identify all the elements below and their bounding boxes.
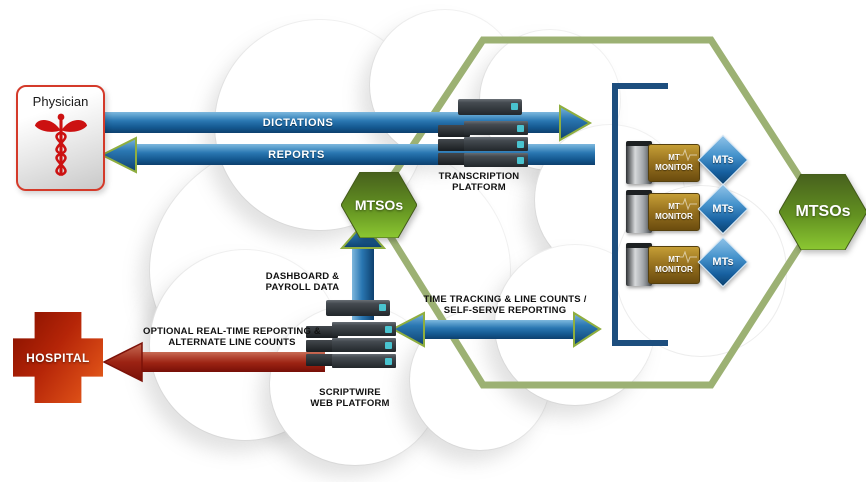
transcription-server-icon bbox=[438, 99, 528, 171]
reports-label: REPORTS bbox=[268, 148, 325, 161]
server-tower-icon bbox=[626, 243, 652, 286]
bracket-vertical bbox=[612, 83, 618, 346]
optional-reporting-arrowhead bbox=[102, 341, 143, 383]
caduceus-icon bbox=[34, 113, 87, 177]
server-tower-icon bbox=[626, 141, 652, 184]
optional-reporting-arrow bbox=[140, 352, 325, 372]
reports-arrowhead bbox=[99, 136, 137, 174]
server-mini-stack bbox=[438, 125, 470, 167]
scriptwire-server-icon bbox=[306, 300, 396, 384]
bracket-bottom-arm bbox=[612, 340, 668, 346]
server-led-icon bbox=[385, 358, 392, 365]
mtso-hub-left-hexagon bbox=[341, 172, 417, 238]
server-led-icon bbox=[517, 141, 524, 148]
server-mini-stack bbox=[306, 326, 338, 368]
mtso-hub-right-label: MTSOs bbox=[795, 203, 851, 220]
physician-card: Physician bbox=[16, 85, 105, 191]
time-tracking-right-arrowhead bbox=[573, 311, 602, 348]
server-main-stack bbox=[332, 322, 396, 370]
dictations-label: DICTATIONS bbox=[262, 116, 334, 129]
server-led-icon bbox=[517, 125, 524, 132]
server-led-icon bbox=[517, 157, 524, 164]
server-unit bbox=[326, 300, 390, 316]
hospital-label: HOSPITAL bbox=[26, 350, 90, 365]
time-tracking-label: TIME TRACKING & LINE COUNTS / SELF-SERVE… bbox=[423, 294, 587, 316]
server-led-icon bbox=[379, 304, 386, 311]
server-tower-icon bbox=[626, 190, 652, 233]
server-led-icon bbox=[385, 342, 392, 349]
scriptwire-platform-label: SCRIPTWIRE WEB PLATFORM bbox=[310, 387, 390, 409]
mtso-hub-left-label: MTSOs bbox=[354, 197, 404, 213]
server-main-stack bbox=[464, 121, 528, 169]
server-led-icon bbox=[511, 103, 518, 110]
bracket-top-arm bbox=[612, 83, 668, 89]
ecg-waveform-icon bbox=[679, 148, 697, 161]
server-led-icon bbox=[385, 326, 392, 333]
ecg-waveform-icon bbox=[679, 197, 697, 210]
dictations-arrowhead bbox=[559, 104, 593, 142]
dashboard-payroll-label: DASHBOARD & PAYROLL DATA bbox=[265, 271, 340, 293]
time-tracking-arrow bbox=[424, 320, 576, 339]
time-tracking-left-arrowhead bbox=[390, 311, 425, 348]
ecg-waveform-icon bbox=[679, 250, 697, 263]
mtso-hub-right-hexagon bbox=[779, 174, 866, 250]
server-unit bbox=[458, 99, 522, 115]
transcription-platform-label: TRANSCRIPTION PLATFORM bbox=[438, 171, 520, 193]
optional-reporting-label: OPTIONAL REAL-TIME REPORTING & ALTERNATE… bbox=[143, 326, 321, 348]
physician-label: Physician bbox=[32, 94, 89, 109]
